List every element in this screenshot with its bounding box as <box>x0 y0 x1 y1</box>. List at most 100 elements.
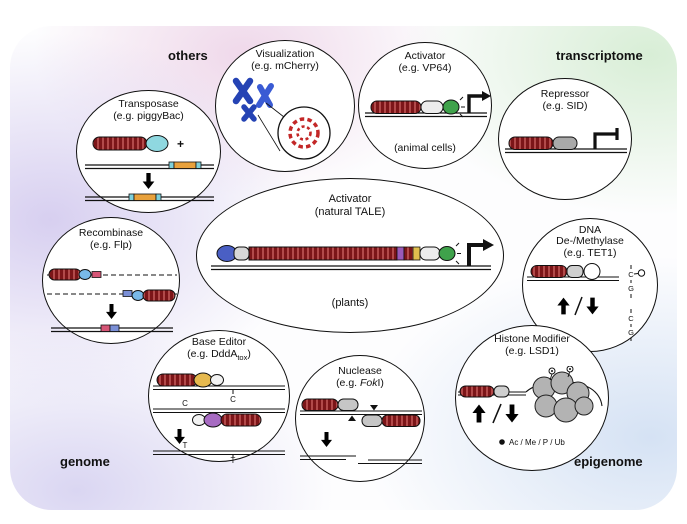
recombined-site <box>100 324 120 332</box>
tale-protein <box>530 263 601 280</box>
dna-result <box>153 450 285 456</box>
methyl-group-icon <box>637 269 646 277</box>
node-repressor: Repressor (e.g. SID) <box>498 78 632 200</box>
node-transposase: Transposase (e.g. piggyBac) + <box>76 90 221 213</box>
tale-protein <box>370 96 465 118</box>
visualization-subtitle: (e.g. mCherry) <box>251 60 319 72</box>
repressor-title: Repressor <box>540 88 590 100</box>
region-label-others: others <box>168 48 208 63</box>
svg-text:G: G <box>628 328 634 337</box>
dna <box>211 265 491 271</box>
down-arrow-icon <box>142 173 155 189</box>
down-arrow-icon <box>321 432 332 447</box>
center-subtitle: (natural TALE) <box>314 206 386 218</box>
histone-title: Histone Modifier <box>494 333 570 345</box>
cut-mark-bottom <box>348 415 356 421</box>
node-nuclease: Nuclease (e.g. FokI) <box>295 355 425 482</box>
base-editor-subtitle: (e.g. DddAtox) <box>187 348 251 363</box>
tale-protein-top <box>301 398 359 411</box>
recombination-site-blue <box>122 290 133 297</box>
activation-domain <box>438 246 456 261</box>
tale-protein <box>459 385 510 398</box>
repressor-subtitle: (e.g. SID) <box>542 100 588 112</box>
repeat-array <box>248 246 398 261</box>
mcherry-signal <box>288 117 320 149</box>
tale-protein <box>216 242 461 265</box>
chromosomes <box>232 77 274 122</box>
recombination-site-red <box>91 271 102 278</box>
transcription-arrow-icon <box>467 91 491 113</box>
tale-protein <box>508 136 578 150</box>
deaminase-domain <box>193 372 213 388</box>
node-histone-modifier: Histone Modifier (e.g. LSD1) <box>455 325 609 471</box>
repeat-yellow <box>412 246 421 261</box>
base-c-top: C <box>230 395 236 404</box>
foki-domain-top <box>337 398 359 411</box>
cut-mark-top <box>370 405 378 411</box>
visualization-title: Visualization <box>255 48 315 60</box>
recombinase-schematic <box>47 268 177 333</box>
base-c-mid: C <box>182 399 188 408</box>
activator-note: (animal cells) <box>394 142 456 154</box>
vp64-domain <box>442 99 460 115</box>
magnifier-circle <box>277 106 331 160</box>
methylase-subtitle: (e.g. TET1) <box>563 247 617 259</box>
transposase-domain <box>145 135 169 152</box>
transposon-cassette <box>168 161 202 169</box>
base-t-right: T <box>231 456 236 463</box>
tale-protein-top <box>156 372 224 388</box>
activator-schematic <box>365 91 491 118</box>
tale-protein-bottom <box>192 412 262 428</box>
base-editor-title: Base Editor <box>191 336 247 348</box>
node-natural-tale: Activator (natural TALE) (plants <box>196 178 504 333</box>
activator-title: Activator <box>404 50 446 62</box>
down-arrow-icon <box>586 297 599 315</box>
tale-protein: + <box>92 135 184 152</box>
tale-protein-left <box>48 268 102 281</box>
transposase-schematic: + <box>85 135 214 202</box>
deaminase-domain-2 <box>203 412 223 428</box>
histone-subtitle: (e.g. LSD1) <box>505 345 559 357</box>
lsd1-domain <box>493 385 510 398</box>
center-title: Activator <box>328 193 372 205</box>
center-note: (plants) <box>331 297 369 309</box>
sid-domain <box>552 136 578 150</box>
tet1-domain <box>583 263 601 280</box>
tale-protein-bottom <box>361 414 421 427</box>
zoom-callout-lines <box>257 102 285 152</box>
dna <box>300 410 422 416</box>
integrated-cassette <box>128 193 162 201</box>
methylated-cpg: C G <box>628 265 646 298</box>
recombinase-title: Recombinase <box>78 227 144 239</box>
dna-mid <box>153 408 285 414</box>
region-label-epigenome: epigenome <box>574 454 643 469</box>
up-arrow-icon <box>472 404 486 423</box>
tale-protein-right <box>122 289 176 302</box>
repressor-schematic <box>505 128 627 154</box>
node-base-editor: Base Editor (e.g. DddAtox) C C <box>148 330 290 463</box>
svg-text:C: C <box>628 314 634 323</box>
cleaved-dna <box>300 455 422 465</box>
transposase-subtitle: (e.g. piggyBac) <box>113 110 184 122</box>
activator-subtitle: (e.g. VP64) <box>398 62 452 74</box>
node-activator-vp64: Activator (e.g. VP64) (animal cells) <box>358 42 492 169</box>
node-visualization: Visualization (e.g. mCherry) <box>215 40 355 172</box>
visualization-schematic <box>232 77 331 160</box>
natural-tale-schematic <box>211 239 494 271</box>
blocked-transcription-icon <box>593 128 619 149</box>
nuclease-schematic <box>300 398 422 465</box>
transposase-title: Transposase <box>118 98 179 110</box>
histone-legend: Ac / Me / P / Ub <box>509 438 565 447</box>
repeat-purple <box>396 246 405 261</box>
region-label-transcriptome: transcriptome <box>556 48 643 63</box>
transcription-arrow-icon <box>467 239 494 266</box>
dna-top <box>153 385 285 391</box>
base-t-left: T <box>183 441 188 450</box>
plus-sign: + <box>177 137 184 151</box>
region-label-genome: genome <box>60 454 110 469</box>
slash <box>492 403 502 424</box>
down-arrow-icon <box>106 304 117 319</box>
legend-dot-icon <box>499 439 505 445</box>
c-terminal-domain <box>419 246 441 261</box>
recombinase-subtitle: (e.g. Flp) <box>89 239 132 251</box>
